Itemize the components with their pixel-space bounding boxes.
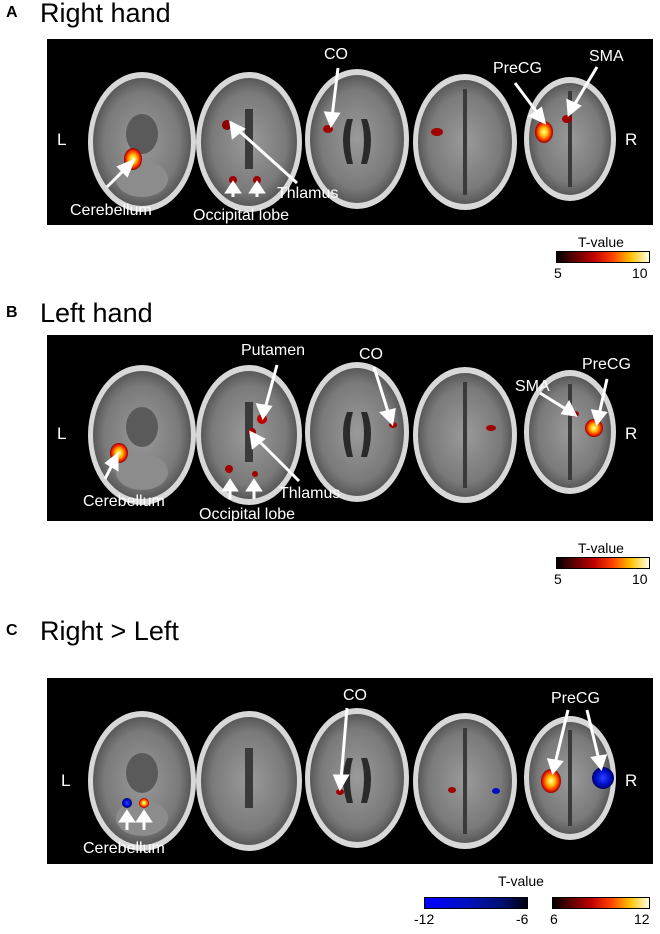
colorbar-title: T-value <box>498 873 544 889</box>
brain-slices: L R CO PreCG SMA Thlamus Cerebellum Occi… <box>57 46 637 224</box>
annotation-arrows <box>103 364 609 499</box>
brain-slice-strip: L R CO PreCG Cerebellum <box>47 678 653 864</box>
label-cerebellum: Cerebellum <box>83 493 165 510</box>
activation-precg <box>585 419 603 437</box>
brain-slice-4 <box>413 74 517 210</box>
brain-slices: L R CO PreCG Cerebellum <box>61 687 637 857</box>
panel-b: B Left hand <box>0 298 660 608</box>
colorbar-b: T-value 5 10 <box>554 540 654 590</box>
colorbar-title: T-value <box>578 540 624 556</box>
colorbar-min: 5 <box>554 571 562 587</box>
brain-slice-4 <box>413 367 517 503</box>
activation-slice4 <box>486 425 496 431</box>
brain-slice-2 <box>196 711 302 851</box>
colorbar-max: 10 <box>632 265 648 281</box>
brain-slice-3 <box>305 362 409 502</box>
panel-title: Left hand <box>40 298 153 328</box>
panel-title: Right hand <box>40 0 171 28</box>
activation-slice4-neg <box>492 788 500 794</box>
colorbar-pos-max: 12 <box>634 911 650 927</box>
label-occipital-lobe: Occipital lobe <box>193 207 289 224</box>
colorbar-pos-min: 6 <box>550 911 558 927</box>
activation-sma <box>562 115 572 123</box>
left-hemisphere-label: L <box>61 771 70 790</box>
activation-precg-pos <box>541 769 561 793</box>
annotation-arrows <box>105 66 599 197</box>
label-co: CO <box>359 346 383 363</box>
activation-occipital-right <box>252 471 258 477</box>
activation-cerebellum-pos <box>139 798 149 808</box>
colorbar-hot <box>552 897 650 909</box>
activation-slice4-pos <box>448 787 456 793</box>
activation-occipital-left <box>229 176 237 184</box>
brain-slices: L R Putamen CO SMA PreCG Thlamus Cerebel… <box>57 342 637 521</box>
label-occipital-lobe: Occipital lobe <box>199 506 295 521</box>
brain-slice-1 <box>88 711 196 851</box>
right-hemisphere-label: R <box>625 771 637 790</box>
colorbar-title: T-value <box>578 234 624 250</box>
label-sma: SMA <box>515 378 550 395</box>
brain-slice-1 <box>88 365 196 505</box>
panel-letter: B <box>6 304 18 321</box>
colorbar-a: T-value 5 10 <box>554 234 654 284</box>
brain-slice-5 <box>524 716 616 840</box>
brain-slice-3 <box>305 708 409 848</box>
left-hemisphere-label: L <box>57 130 66 149</box>
brain-slice-5 <box>524 77 616 201</box>
activation-co <box>336 789 344 795</box>
label-precg: PreCG <box>582 356 631 373</box>
annotation-arrows <box>118 707 608 830</box>
brain-slice-strip: L R Putamen CO SMA PreCG Thlamus Cerebel… <box>47 335 653 521</box>
brain-slice-4 <box>413 713 517 849</box>
brain-slice-strip: L R CO PreCG SMA Thlamus Cerebellum Occi… <box>47 39 653 225</box>
label-co: CO <box>324 46 348 63</box>
panel-title: Right > Left <box>40 616 179 646</box>
label-thalamus: Thlamus <box>277 185 338 202</box>
brain-slice-5 <box>524 370 616 494</box>
activation-occipital-left <box>225 465 233 473</box>
right-hemisphere-label: R <box>625 424 637 443</box>
panel-c: C Right > Left <box>0 616 660 934</box>
activation-occipital-right <box>253 176 261 184</box>
colorbar-neg-min: -12 <box>414 911 435 927</box>
label-precg: PreCG <box>493 60 542 77</box>
panel-letter: A <box>6 4 18 21</box>
colorbar-c: T-value -12 -6 6 12 <box>414 873 656 929</box>
label-sma: SMA <box>589 48 624 65</box>
activation-precg <box>535 121 553 143</box>
colorbar-hot <box>556 557 650 569</box>
colorbar-min: 5 <box>554 265 562 281</box>
colorbar-neg-max: -6 <box>516 911 529 927</box>
activation-precg-neg <box>592 767 614 789</box>
label-co: CO <box>343 687 367 704</box>
left-hemisphere-label: L <box>57 424 66 443</box>
panel-a: A Right hand <box>0 0 660 300</box>
activation-slice4 <box>431 128 443 136</box>
label-cerebellum: Cerebellum <box>70 202 152 219</box>
label-precg: PreCG <box>551 690 600 707</box>
brain-slice-3 <box>305 69 409 209</box>
brain-slice-1 <box>88 72 196 212</box>
brain-slice-2 <box>196 365 302 505</box>
colorbar-hot <box>556 251 650 263</box>
label-thalamus: Thlamus <box>279 485 340 502</box>
activation-cerebellum-neg <box>122 798 132 808</box>
label-cerebellum: Cerebellum <box>83 840 165 857</box>
colorbar-cold <box>424 897 528 909</box>
panel-letter: C <box>6 622 18 639</box>
label-putamen: Putamen <box>241 342 305 359</box>
right-hemisphere-label: R <box>625 130 637 149</box>
colorbar-max: 10 <box>632 571 648 587</box>
